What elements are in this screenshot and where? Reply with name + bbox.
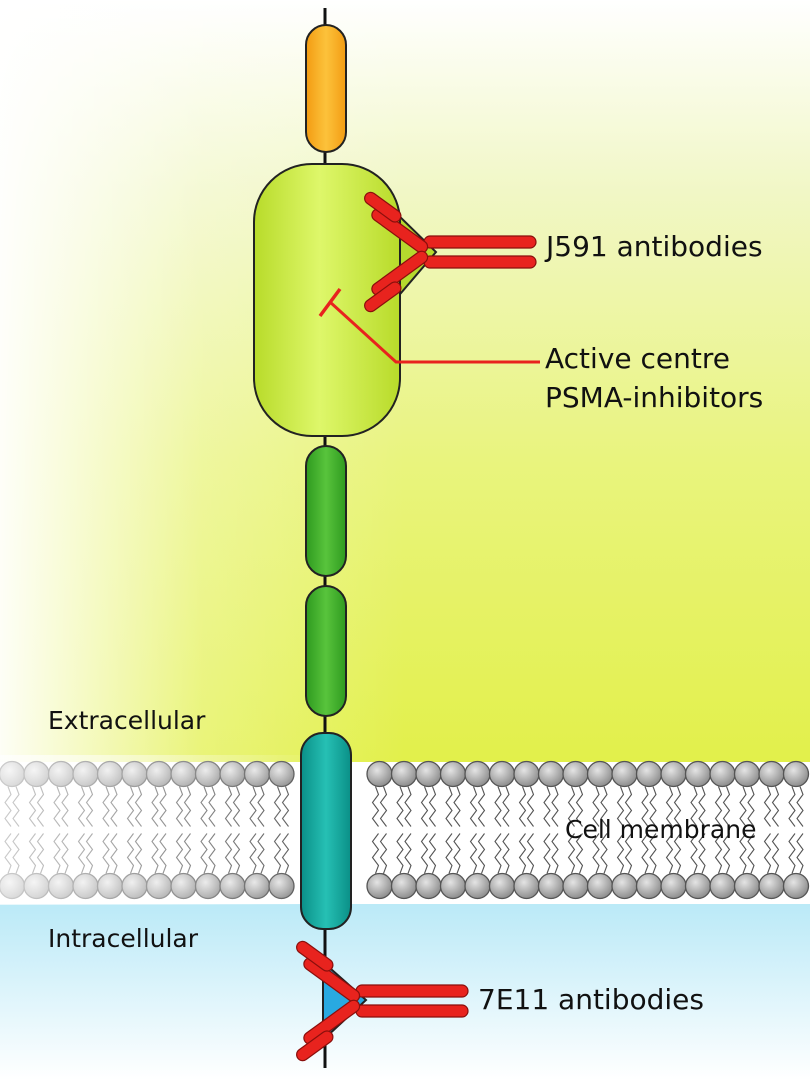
intracellular-label: Intracellular xyxy=(48,924,199,953)
extracellular-label: Extracellular xyxy=(48,706,206,735)
active-centre-inhibitor-line xyxy=(318,287,540,364)
apical-domain xyxy=(253,163,401,437)
green-domain-2 xyxy=(305,585,347,717)
orange-domain xyxy=(305,24,347,153)
j591-label: J591 antibodies xyxy=(546,230,763,263)
green-domain-1 xyxy=(305,445,347,577)
psma-inhibitors-label: PSMA-inhibitors xyxy=(545,381,764,414)
transmembrane-domain xyxy=(300,732,352,930)
active-centre-label: Active centre xyxy=(545,342,730,375)
e11-label: 7E11 antibodies xyxy=(478,983,704,1016)
cell-membrane-label: Cell membrane xyxy=(565,815,757,844)
